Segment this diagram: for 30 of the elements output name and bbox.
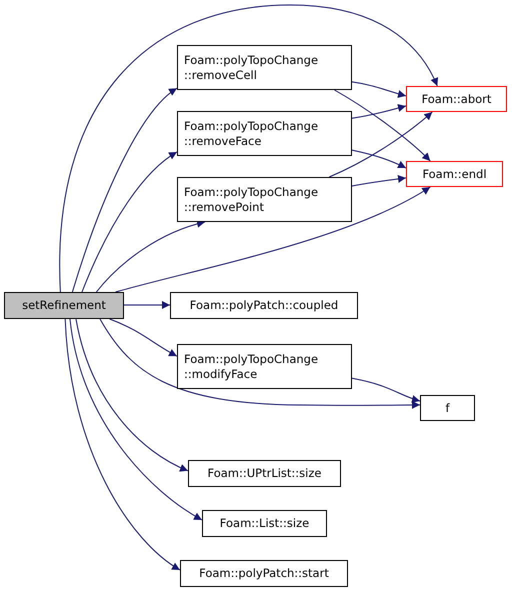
function-box: Foam::List::size — [202, 510, 327, 537]
arrow — [124, 300, 170, 309]
arrow — [328, 112, 433, 178]
function-box: f — [420, 395, 475, 421]
function-box: Foam::polyPatch::coupled — [170, 292, 358, 319]
function-box: Foam::polyPatch::start — [180, 560, 348, 587]
arrow — [352, 378, 420, 403]
arrow — [76, 318, 188, 472]
arrow — [115, 186, 431, 292]
arrow — [64, 318, 180, 570]
arrow — [352, 104, 406, 119]
function-box: Foam::endl — [406, 161, 503, 187]
arrow — [72, 88, 178, 292]
arrow — [352, 174, 406, 186]
arrow — [96, 220, 206, 292]
arrow — [334, 90, 431, 162]
function-box: Foam::polyTopoChange ::removePoint — [177, 177, 352, 222]
function-box: Foam::polyTopoChange ::removeFace — [177, 111, 352, 156]
arrow — [60, 4, 438, 292]
arrow — [352, 81, 406, 98]
function-box: Foam::polyTopoChange ::removeCell — [177, 45, 352, 90]
arrow — [70, 318, 202, 520]
arrow — [100, 318, 420, 409]
arrow — [82, 151, 178, 292]
function-box: Foam::UPtrList::size — [188, 460, 341, 487]
function-box: Foam::abort — [406, 86, 507, 112]
arrow — [352, 150, 406, 169]
arrow — [109, 318, 178, 357]
function-box: Foam::polyTopoChange ::modifyFace — [177, 344, 352, 389]
function-box: setRefinement — [4, 292, 124, 319]
